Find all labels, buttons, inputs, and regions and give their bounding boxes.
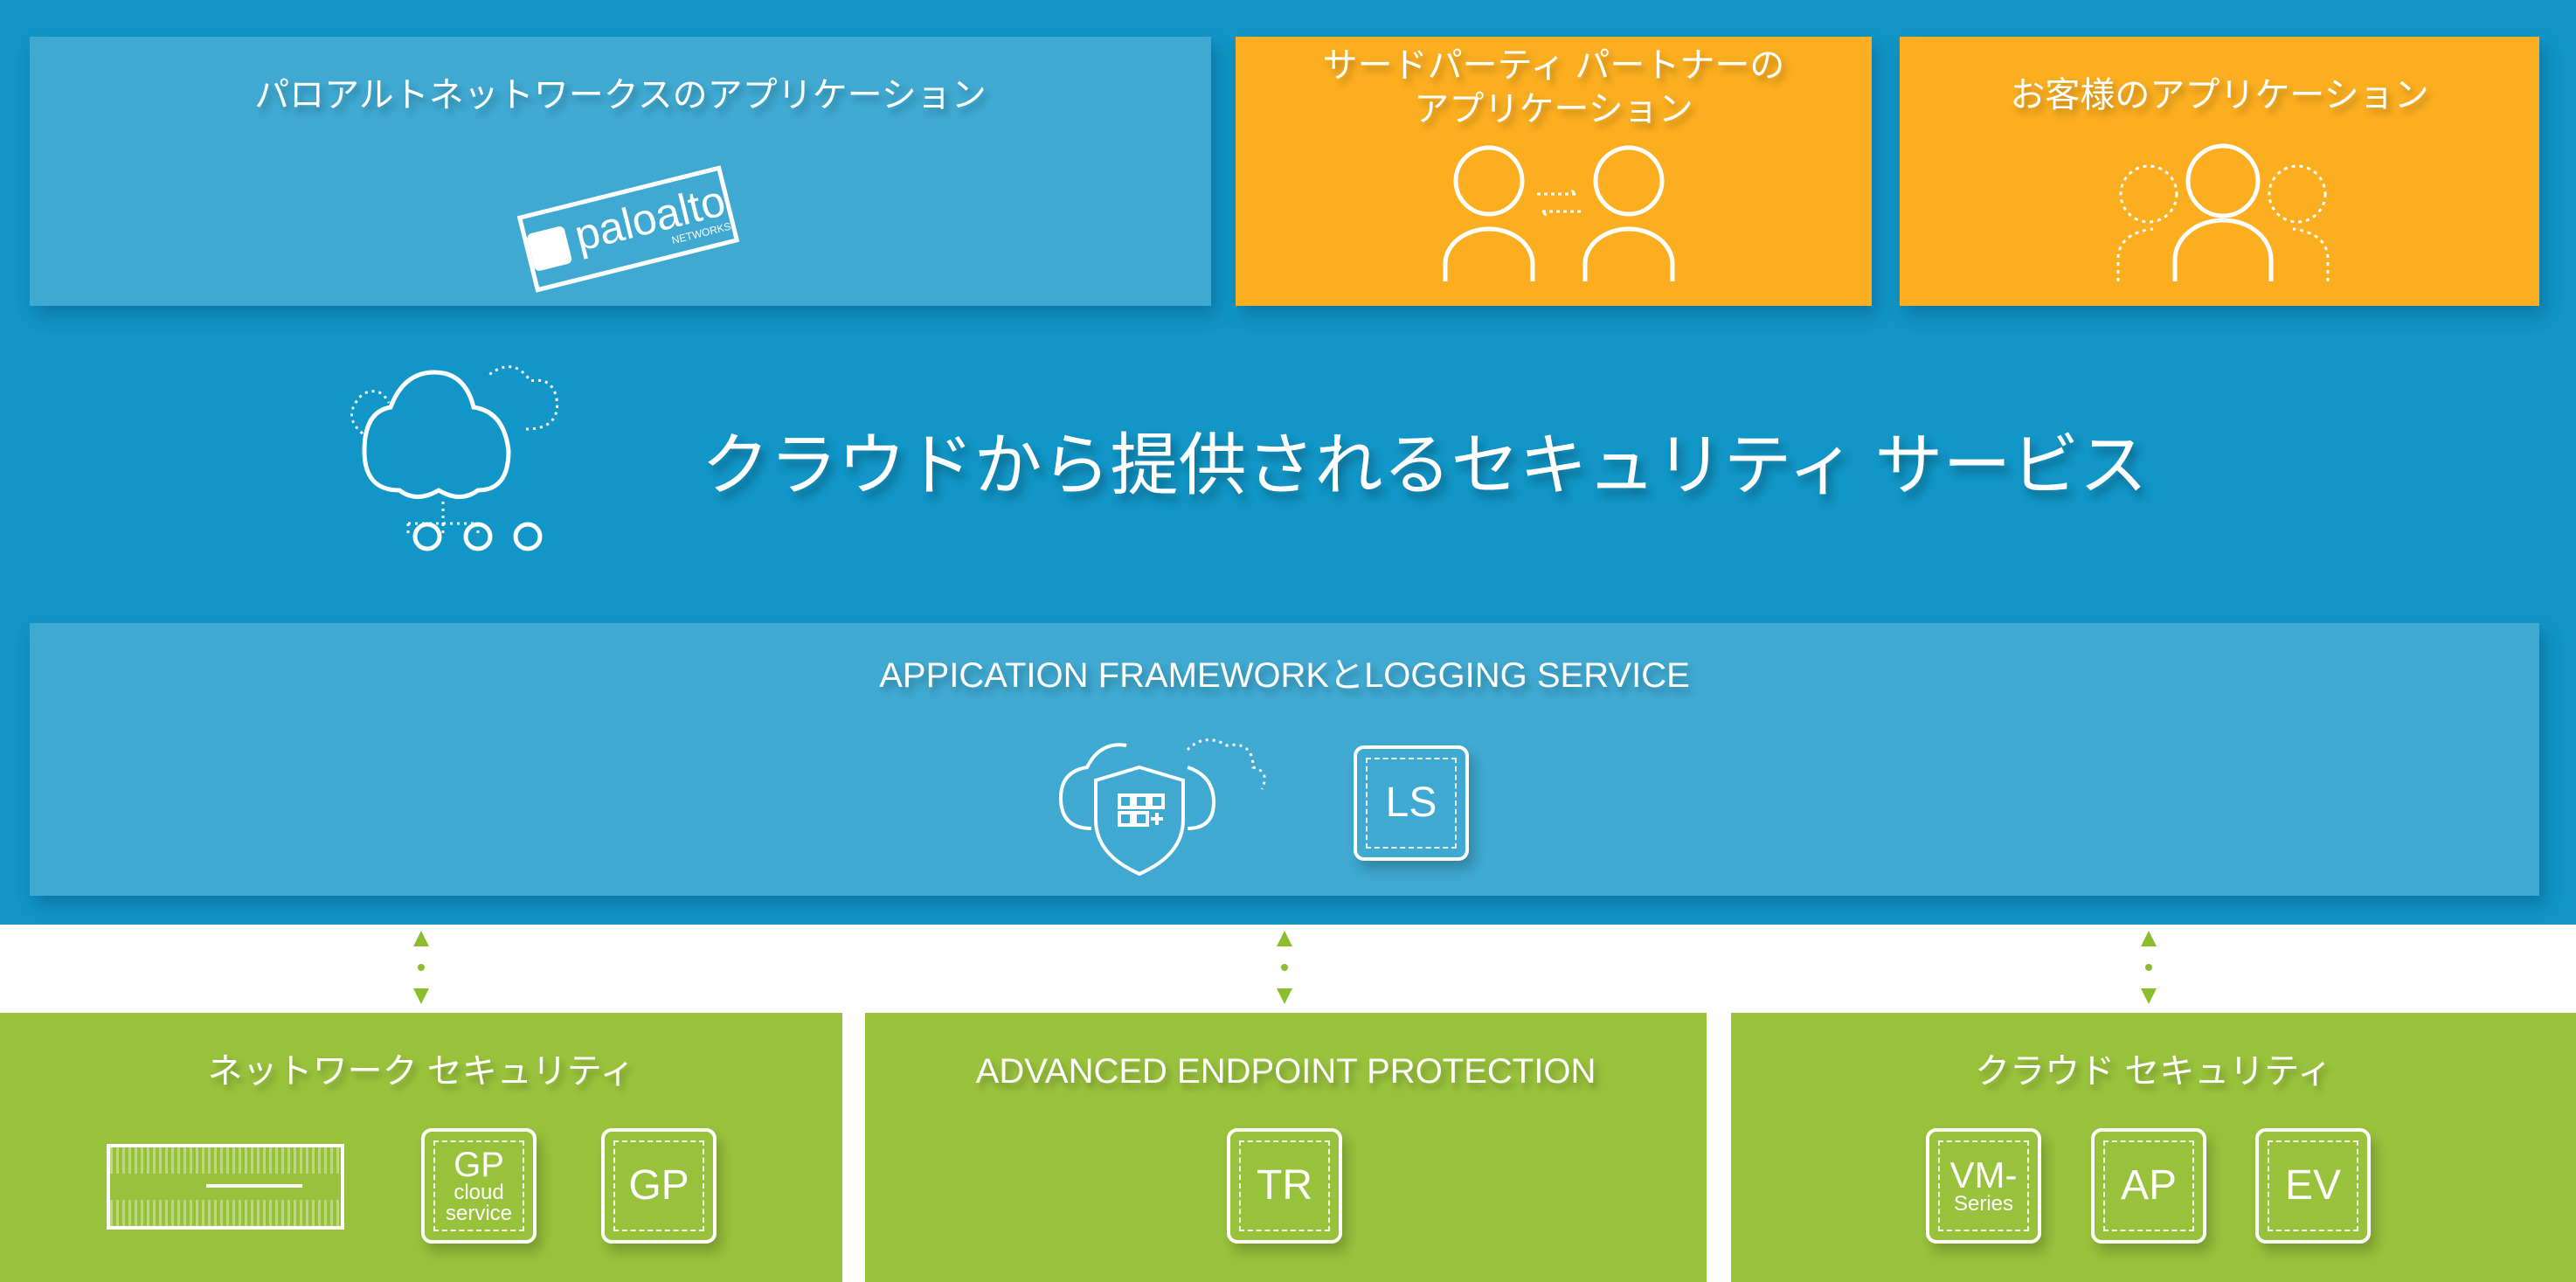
endpoint-protection-title: ADVANCED ENDPOINT PROTECTION	[975, 1052, 1596, 1091]
connector-arrow-2	[1277, 931, 1292, 1004]
cloud-network-icon	[350, 365, 559, 551]
palo-alto-apps-box: パロアルトネットワークスのアプリケーション paloalto NETWORKS	[30, 37, 1211, 306]
palo-alto-apps-title: パロアルトネットワークスのアプリケーション	[254, 76, 987, 114]
ev-tile: EV	[2255, 1128, 2371, 1244]
partners-exchange-icon	[1443, 145, 1675, 281]
connector-arrows	[413, 931, 2157, 1004]
customer-apps-box: お客様のアプリケーション	[1900, 37, 2539, 306]
third-party-apps-box: サードパーティ パートナーの アプリケーション	[1236, 37, 1872, 306]
firewall-appliance-icon	[107, 1144, 344, 1230]
app-framework-shield-icon	[1058, 738, 1266, 877]
customer-apps-title: お客様のアプリケーション	[2010, 76, 2429, 114]
framework-title: APPICATION FRAMEWORKとLOGGING SERVICE	[879, 656, 1690, 695]
endpoint-protection-box: ADVANCED ENDPOINT PROTECTION TR	[865, 1013, 1707, 1282]
cloud-security-title: クラウド セキュリティ	[1975, 1052, 2332, 1091]
framework-box: APPICATION FRAMEWORKとLOGGING SERVICE LS	[30, 623, 2539, 896]
vm-series-tile: VM-Series	[1926, 1128, 2041, 1244]
ap-tile: AP	[2091, 1128, 2206, 1244]
third-party-title-line2: アプリケーション	[1414, 90, 1693, 128]
logging-service-tile: LS	[1354, 745, 1469, 861]
connector-arrow-1	[413, 931, 429, 1004]
gp-tile: GP	[601, 1128, 717, 1244]
network-security-title: ネットワーク セキュリティ	[207, 1052, 635, 1091]
connector-arrow-3	[2141, 931, 2157, 1004]
customers-icon	[2116, 143, 2330, 281]
paloalto-logo: paloalto NETWORKS	[516, 165, 740, 293]
third-party-title-line1: サードパーティ パートナーの	[1322, 46, 1785, 85]
tr-tile: TR	[1227, 1128, 1342, 1244]
cloud-security-box: クラウド セキュリティ VM-Series AP EV	[1731, 1013, 2576, 1282]
main-title: クラウドから提供されるセキュリティ サービス	[701, 426, 2148, 503]
